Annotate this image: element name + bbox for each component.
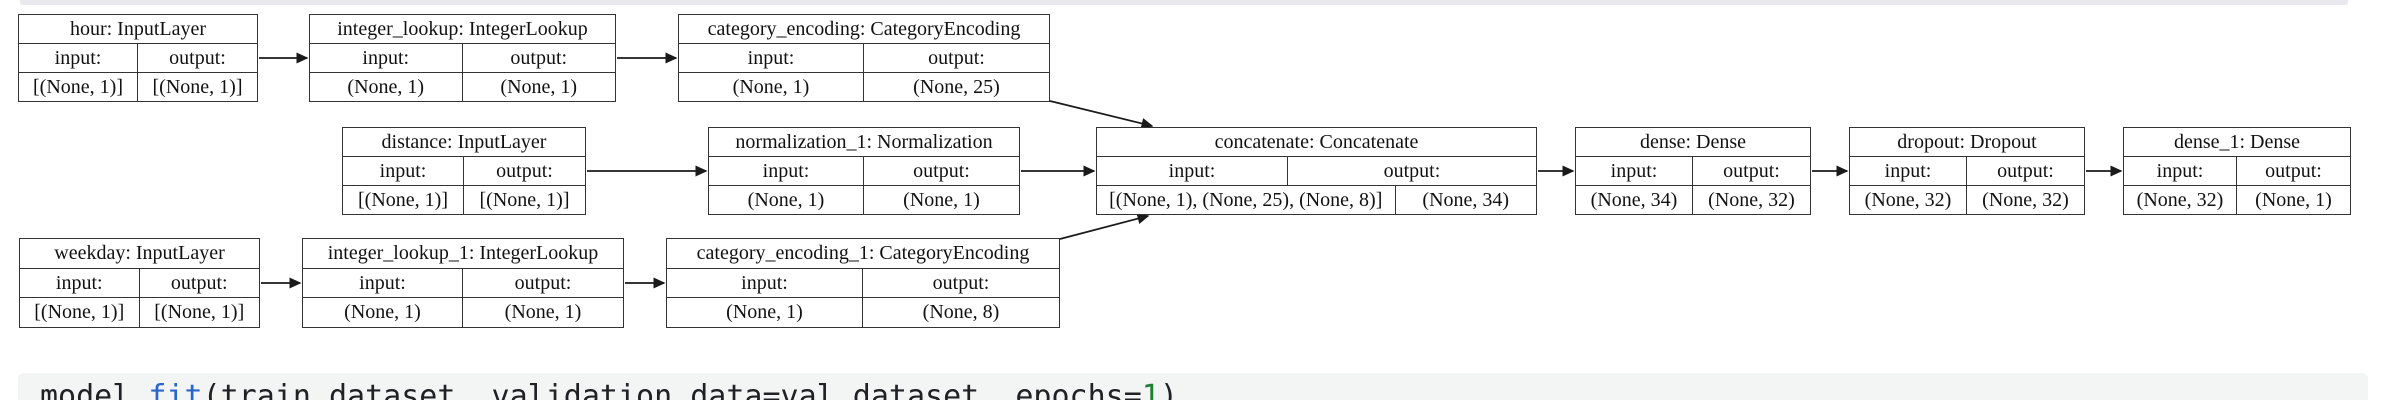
code-token: )	[1159, 379, 1178, 400]
node-input-shape: [(None, 1), (None, 25), (None, 8)]	[1097, 186, 1396, 214]
edge-category_encoding-to-concatenate	[1049, 100, 1154, 129]
node-input-label: input:	[667, 268, 863, 298]
code-token: 1	[1141, 379, 1160, 400]
node-output-label: output:	[169, 46, 226, 69]
node-output-shape: (None, 32)	[1708, 188, 1795, 211]
node-title: integer_lookup: IntegerLookup	[310, 15, 615, 44]
node-output-shape: (None, 1)	[903, 188, 980, 211]
node-input-shape: (None, 1)	[709, 186, 864, 214]
node-title: integer_lookup_1: IntegerLookup	[303, 239, 623, 269]
node-input-shape: [(None, 1)]	[343, 186, 464, 214]
node-input-label: input:	[343, 157, 464, 185]
node-input-shape: (None, 1)	[310, 73, 463, 101]
node-output-label: output:	[514, 271, 572, 294]
node-title: concatenate: Concatenate	[1097, 128, 1536, 157]
node-input-shape: (None, 34)	[1576, 186, 1693, 214]
node-output-shape: [(None, 1)]	[154, 301, 245, 324]
node-title: dense_1: Dense	[2124, 128, 2350, 157]
node-input-shape: [(None, 1)]	[20, 298, 140, 328]
code-line[interactable]: model.fit(train_dataset, validation_data…	[40, 380, 1178, 400]
node-output-label: output:	[932, 271, 990, 294]
node-output-shape: (None, 1)	[504, 301, 582, 324]
node-title: hour: InputLayer	[19, 15, 257, 44]
node-title: category_encoding: CategoryEncoding	[679, 15, 1049, 44]
node-input-shape: (None, 32)	[1850, 186, 1967, 214]
node-output-label: output:	[1997, 159, 2054, 182]
node-output-shape: [(None, 1)]	[479, 188, 570, 211]
previous-cell-bottom-edge	[20, 0, 2348, 5]
node-input-label: input:	[303, 268, 463, 298]
code-token: (train_dataset, validation_data=val_data…	[202, 379, 1142, 400]
node-output-label: output:	[1723, 159, 1780, 182]
node-input-label: input:	[2124, 157, 2237, 185]
node-output-label: output:	[496, 159, 553, 182]
node-output-label: output:	[170, 271, 228, 294]
node-input-label: input:	[1850, 157, 1967, 185]
node-output-label: output:	[510, 46, 568, 69]
node-output-shape: (None, 32)	[1982, 188, 2069, 211]
node-output-label: output:	[1383, 159, 1441, 182]
node-input-shape: [(None, 1)]	[19, 73, 138, 101]
node-title: normalization_1: Normalization	[709, 128, 1019, 157]
node-output-shape: (None, 34)	[1422, 188, 1510, 211]
node-input-label: input:	[1097, 157, 1288, 185]
node-title: dropout: Dropout	[1850, 128, 2084, 157]
node-title: category_encoding_1: CategoryEncoding	[667, 239, 1059, 269]
node-input-shape: (None, 1)	[667, 298, 863, 328]
node-output-shape: (None, 1)	[500, 75, 578, 98]
node-title: weekday: InputLayer	[20, 239, 259, 269]
node-input-label: input:	[679, 44, 864, 72]
node-output-shape: (None, 1)	[2255, 188, 2332, 211]
node-input-shape: (None, 1)	[679, 73, 864, 101]
node-input-shape: (None, 32)	[2124, 186, 2237, 214]
node-output-shape: (None, 8)	[922, 301, 1000, 324]
edge-category_encoding_1-to-concatenate	[1059, 213, 1150, 240]
code-token: fit	[148, 379, 203, 400]
node-output-label: output:	[928, 46, 985, 69]
node-output-label: output:	[913, 159, 970, 182]
code-token: model.	[40, 379, 149, 400]
node-input-label: input:	[19, 44, 138, 72]
node-input-label: input:	[709, 157, 864, 185]
node-title: distance: InputLayer	[343, 128, 585, 157]
node-output-shape: (None, 25)	[913, 75, 1000, 98]
node-input-label: input:	[20, 268, 140, 298]
node-output-shape: [(None, 1)]	[152, 75, 243, 98]
node-input-label: input:	[310, 44, 463, 72]
node-title: dense: Dense	[1576, 128, 1810, 157]
node-input-label: input:	[1576, 157, 1693, 185]
node-output-label: output:	[2265, 159, 2322, 182]
node-input-shape: (None, 1)	[303, 298, 463, 328]
code-cell[interactable]: model.fit(train_dataset, validation_data…	[18, 373, 2368, 400]
